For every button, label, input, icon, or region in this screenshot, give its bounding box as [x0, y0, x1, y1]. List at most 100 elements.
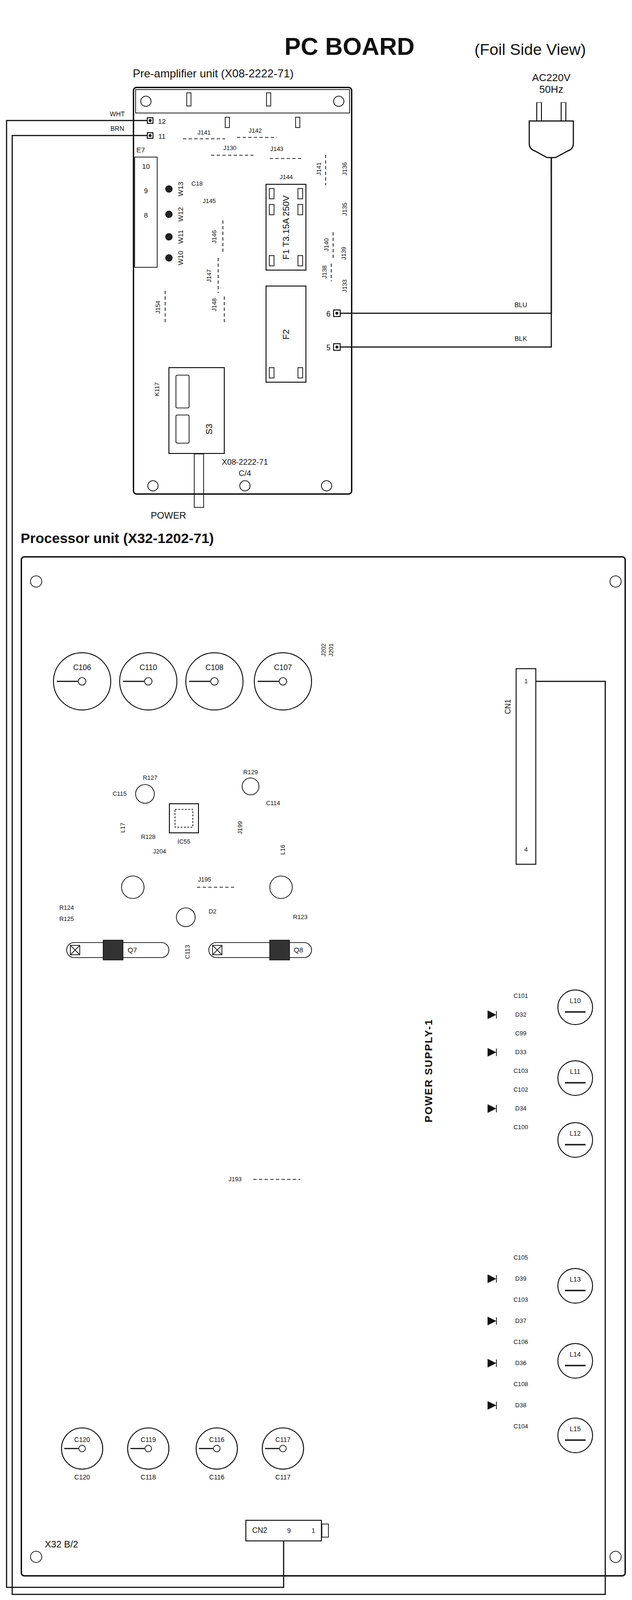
part-reference: 9 [144, 186, 148, 195]
capacitor-terminal [144, 677, 153, 686]
mounting-hole [609, 576, 622, 588]
part-reference: J144 [279, 174, 293, 182]
jumper-wires [165, 137, 334, 324]
coil-symbol [564, 1144, 586, 1147]
wire-pad [165, 185, 173, 193]
part-reference: C117 [275, 1474, 291, 1482]
connector: CN2 [245, 1520, 322, 1543]
part-reference: J201 [327, 643, 336, 657]
contact-pad [266, 92, 271, 107]
part-reference: W10 [176, 251, 185, 266]
capacitor-lead [130, 1448, 145, 1451]
part-reference: C103 [513, 1068, 528, 1076]
switch-shaft [194, 454, 204, 508]
ic-pins [175, 809, 193, 828]
part-reference: J143 [270, 145, 284, 153]
mounting-hole [147, 480, 159, 492]
contact-pad [295, 117, 300, 128]
coil: L14 [557, 1343, 594, 1380]
mounting-hole [140, 96, 152, 107]
part-label: CN1 [503, 699, 513, 715]
mounting-hole [333, 96, 344, 107]
part-reference: (Foil Side View) [474, 40, 586, 59]
part-reference: J193 [228, 1176, 242, 1184]
ic-package [169, 804, 199, 834]
jumper-wire [253, 1179, 301, 1181]
plug-prong [561, 102, 566, 122]
part-label: L10 [569, 997, 581, 1006]
part-reference: J138 [321, 265, 329, 279]
coil-symbol [564, 1365, 586, 1368]
capacitor-lead [257, 681, 279, 683]
part-reference: 1 [311, 1527, 316, 1536]
part-reference: J202 [320, 643, 328, 657]
capacitor-lead [198, 1448, 214, 1451]
part-reference: C113 [184, 945, 192, 960]
screw-mark [212, 945, 222, 956]
circuit-board: 1211F1 T3.15A 250VF265S3Pre-amplifier un… [132, 86, 353, 495]
part-reference: R125 [59, 916, 74, 924]
fuse-clip [297, 188, 303, 199]
fuse-holder: F2 [265, 285, 307, 383]
power-switch: S3 [168, 367, 225, 455]
plug-prong [536, 102, 542, 122]
capacitor-lead [189, 681, 211, 683]
part-reference: W11 [176, 229, 185, 244]
capacitor-terminal [78, 677, 86, 686]
transistor [121, 876, 145, 899]
part-reference: X32 B/2 [44, 1539, 78, 1551]
wire-pad [165, 211, 173, 218]
part-reference: C108 [513, 1381, 528, 1389]
screw-mark [70, 945, 80, 956]
jumper-wire [217, 258, 219, 294]
diode-symbol [487, 1402, 497, 1410]
fuse-clip [297, 204, 303, 215]
part-label: Processor unit (X32-1202-71) [20, 530, 214, 548]
part-reference: J135 [341, 202, 349, 216]
solder-pad: 5 [333, 343, 341, 351]
part-label: C119 [140, 1436, 156, 1445]
preamp-artwork [134, 89, 350, 508]
part-reference: J141 [315, 162, 323, 176]
part-reference: J154 [154, 300, 162, 314]
capacitor-terminal [279, 1446, 287, 1453]
capacitor: C116 [195, 1428, 238, 1471]
plug-body [529, 121, 574, 158]
transistor [269, 876, 293, 899]
part-reference: Q8 [293, 946, 304, 955]
diode-symbol [487, 1360, 497, 1368]
part-reference: J145 [202, 197, 216, 206]
part-reference: X08-2222-71 [221, 457, 268, 468]
capacitor-terminal [144, 1446, 152, 1453]
part-label: C116 [209, 1436, 225, 1445]
capacitor-terminal [210, 677, 219, 686]
part-label: AC220V 50Hz [527, 71, 575, 96]
terminal-block [134, 157, 158, 268]
part-reference: C114 [266, 800, 281, 808]
part-label: 12 [158, 117, 167, 126]
connector-strip [135, 89, 350, 114]
capacitor-lead [56, 681, 78, 683]
connector: CN1 [515, 668, 537, 866]
jumper-wire [332, 232, 334, 261]
part-reference: J204 [152, 848, 167, 856]
capacitor: C120 [60, 1428, 104, 1471]
wire [340, 171, 552, 314]
wire-color-label: BRN [109, 124, 126, 133]
diode-symbol [487, 1049, 497, 1057]
part-reference: D39 [515, 1276, 527, 1284]
capacitor: C108 [185, 652, 244, 711]
wire [12, 135, 606, 1596]
part-reference: D32 [515, 1012, 527, 1020]
coil: L13 [557, 1268, 594, 1305]
part-label: Pre-amplifier unit (X08-2222-71) [132, 67, 294, 81]
part-reference: J141 [197, 129, 211, 137]
coil-symbol [564, 1290, 586, 1293]
capacitor: C110 [119, 652, 178, 711]
capacitor: C106 [53, 652, 112, 711]
processor-artwork [30, 576, 622, 1564]
part-reference: D2 [208, 908, 217, 916]
part-label: S3 [204, 424, 215, 435]
heat-sink [208, 943, 312, 959]
solder-pad: 12 [146, 117, 154, 124]
